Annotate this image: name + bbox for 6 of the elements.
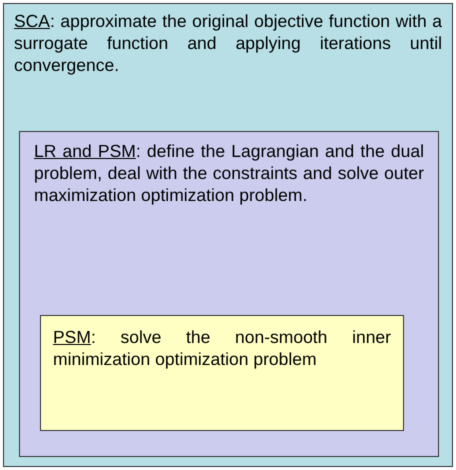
description-text: PSM: solve the non-smooth inner minimization optimization problem xyxy=(53,326,391,370)
middle-box xyxy=(19,131,439,457)
outer-box xyxy=(3,3,453,467)
description-text: LR and PSM: define the Lagrangian and the dual problem, deal with the constraints and solve outer maximization optimization problem. xyxy=(34,140,424,206)
inner-box xyxy=(40,315,404,431)
description-text: SCA: approximate the original objective function with a surrogate function and applying iterations until convergence. xyxy=(14,10,442,76)
